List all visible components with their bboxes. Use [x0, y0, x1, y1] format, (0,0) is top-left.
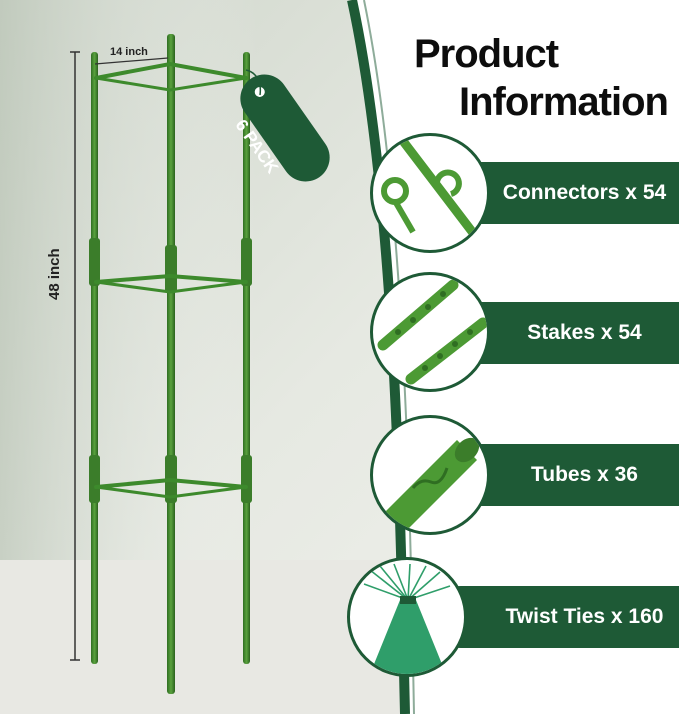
title-line-2: Information — [459, 80, 669, 124]
item-label: Stakes x 54 — [527, 321, 642, 344]
page-title: Product Information — [414, 30, 679, 126]
item-label: Connectors x 54 — [502, 181, 667, 204]
connector-clip-icon — [370, 133, 490, 253]
item-twist-ties: Twist Ties x 160 — [430, 586, 679, 648]
stake-icon — [370, 272, 490, 392]
item-label: Tubes x 36 — [531, 463, 638, 486]
item-label: Twist Ties x 160 — [505, 605, 664, 628]
twist-ties-icon — [347, 557, 467, 677]
width-dimension-label: 14 inch — [110, 46, 148, 58]
tube-icon — [370, 415, 490, 535]
title-line-1: Product — [414, 32, 559, 76]
height-dimension-label: 48 inch — [46, 248, 63, 300]
